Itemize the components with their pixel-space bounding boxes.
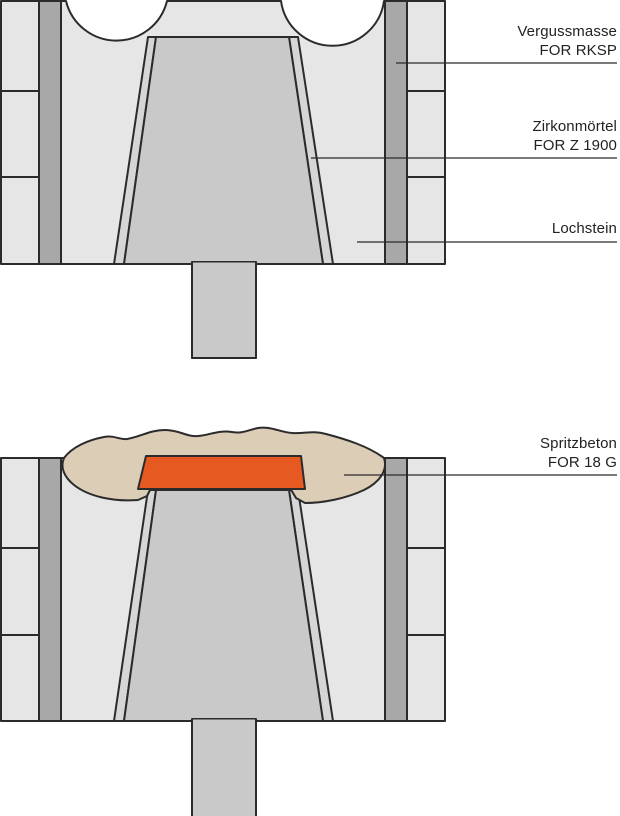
right-brick-bottom	[406, 176, 446, 265]
left-brick-bottom-2	[0, 634, 40, 722]
central-cone	[123, 36, 324, 265]
outlet-stem-2	[191, 718, 257, 816]
label-zirkonmoertel: Zirkonmörtel FOR Z 1900	[417, 117, 617, 155]
outlet-stem	[191, 261, 257, 359]
label-spritzbeton: Spritzbeton FOR 18 G	[417, 434, 617, 472]
label-zirkonmoertel-line1: Zirkonmörtel	[532, 118, 617, 135]
right-brick-mid-2	[406, 547, 446, 636]
top-leader-lines	[311, 62, 617, 243]
right-steel-band	[384, 0, 408, 265]
label-zirkonmoertel-line2: FOR Z 1900	[533, 137, 617, 154]
label-spritzbeton-line2: FOR 18 G	[547, 454, 617, 471]
label-vergussmasse-line2: FOR RKSP	[539, 42, 617, 59]
right-steel-band-2	[384, 457, 408, 722]
label-lochstein-line1: Lochstein	[551, 220, 617, 237]
bottom-section	[0, 426, 446, 816]
left-brick-mid	[0, 90, 40, 178]
left-brick-top-2	[0, 457, 40, 549]
left-brick-bottom	[0, 176, 40, 265]
label-spritzbeton-line1: Spritzbeton	[540, 435, 617, 452]
label-vergussmasse: Vergussmasse FOR RKSP	[417, 22, 617, 60]
left-steel-band-2	[38, 457, 62, 722]
right-brick-bottom-2	[406, 634, 446, 722]
left-steel-band	[38, 0, 62, 265]
right-brick-mid	[406, 90, 446, 178]
central-cone-2	[123, 489, 324, 722]
top-section	[0, 0, 446, 359]
right-brick-top-2	[406, 457, 446, 549]
orange-insert	[137, 455, 306, 490]
left-brick-mid-2	[0, 547, 40, 636]
left-brick-top	[0, 0, 40, 92]
label-lochstein: Lochstein	[417, 219, 617, 238]
label-vergussmasse-line1: Vergussmasse	[517, 23, 617, 40]
